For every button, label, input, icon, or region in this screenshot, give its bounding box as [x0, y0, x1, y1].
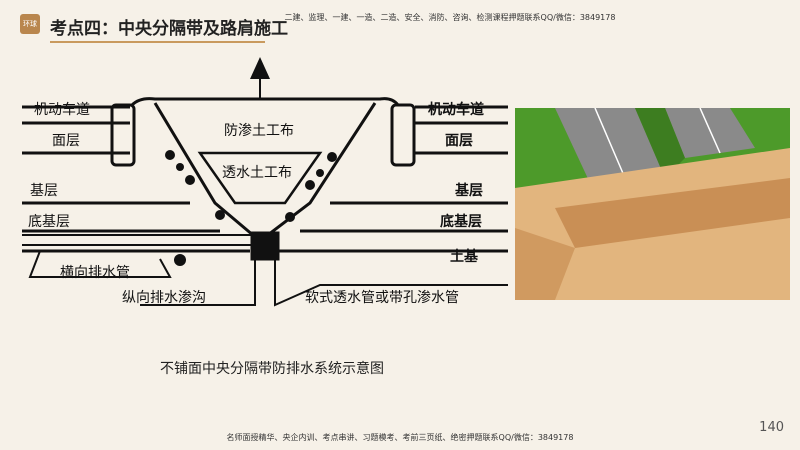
logo: 环球: [20, 14, 40, 34]
label-surface-left: 面层: [52, 133, 80, 149]
label-subgrade: 土基: [450, 249, 478, 265]
bottom-contact-line: 名师面授精华、央企内训、考点串讲、习题模考、考前三页纸、绝密押题联系QQ/微信：…: [226, 433, 574, 442]
label-longitudinal-ditch: 纵向排水渗沟: [122, 290, 206, 306]
top-contact-line: 二建、监理、一建、一造、二造、安全、消防、咨询、检测课程押题联系QQ/微信：38…: [284, 13, 616, 22]
label-lane-right: 机动车道: [428, 102, 484, 118]
page-title: 考点四：中央分隔带及路肩施工: [50, 19, 288, 39]
label-subbase-right: 底基层: [440, 214, 482, 230]
diagram-caption: 不铺面中央分隔带防排水系统示意图: [160, 361, 384, 377]
road-cross-section-image: [515, 108, 790, 300]
label-lane-left: 机动车道: [34, 102, 90, 118]
label-base-left: 基层: [30, 183, 58, 199]
title-underline: [50, 41, 265, 43]
label-surface-right: 面层: [445, 133, 473, 149]
label-soft-pipe: 软式透水管或带孔渗水管: [305, 290, 459, 306]
label-impermeable-fabric: 防渗土工布: [224, 123, 294, 139]
page-number: 140: [759, 420, 784, 435]
label-permeable-fabric: 透水土工布: [222, 165, 292, 181]
label-base-right: 基层: [455, 183, 483, 199]
label-subbase-left: 底基层: [28, 214, 70, 230]
drainage-diagram: [22, 57, 508, 307]
label-transverse-pipe: 横向排水管: [60, 265, 130, 281]
